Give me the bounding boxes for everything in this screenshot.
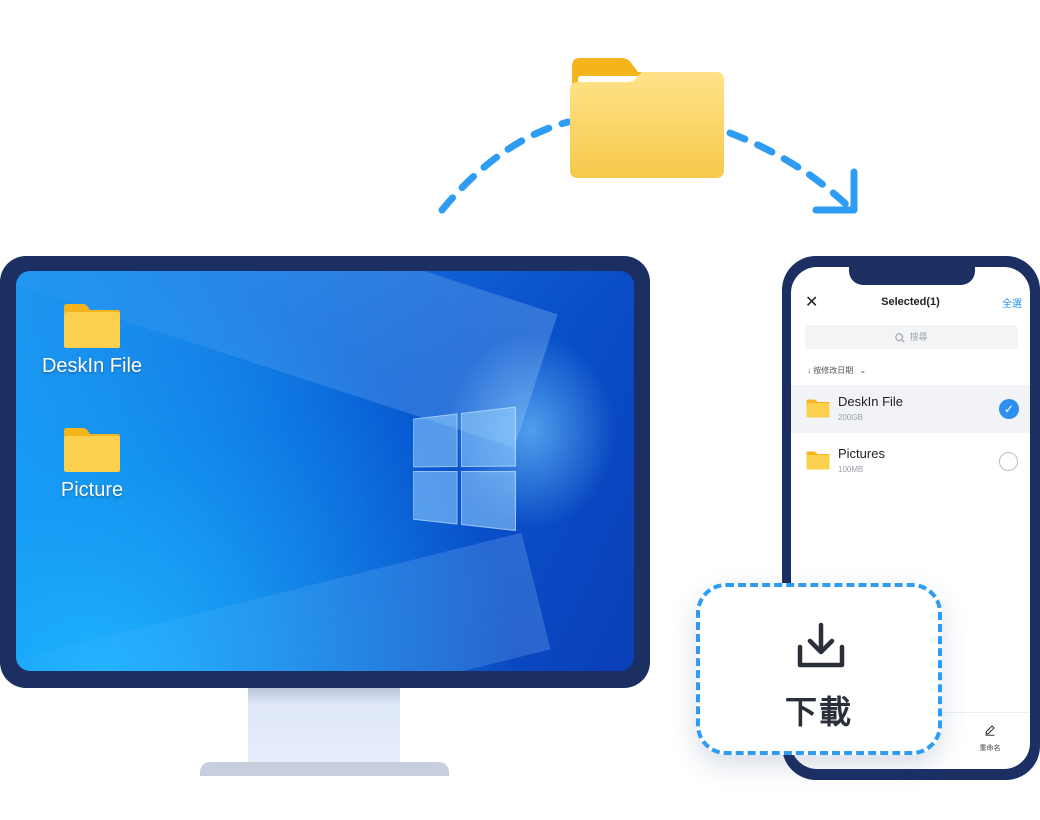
arrow-head-icon — [812, 168, 858, 214]
monitor-stand-base — [200, 762, 449, 776]
selection-title: Selected(1) — [881, 296, 940, 308]
windows-logo-pane — [461, 471, 517, 532]
sort-arrow-icon: ↓ — [807, 366, 811, 375]
sort-dropdown[interactable]: ↓ 按修改日期 ⌄ — [807, 365, 866, 376]
desktop-icon-label: Picture — [60, 479, 124, 501]
rename-button[interactable]: 重命名 — [975, 723, 1005, 753]
phone-header: ✕ Selected(1) 全選 — [791, 291, 1030, 319]
folder-icon — [64, 428, 120, 472]
light-beam — [16, 532, 551, 671]
pencil-icon — [985, 725, 995, 736]
folder-icon — [64, 304, 120, 348]
windows-logo-pane — [461, 406, 517, 467]
select-all-button[interactable]: 全選 — [1002, 299, 1022, 310]
file-name: Pictures — [838, 446, 885, 461]
desktop-icon-label: DeskIn File — [41, 355, 143, 377]
file-row[interactable]: DeskIn File 200GB ✓ — [791, 385, 1030, 433]
search-input[interactable]: 搜尋 — [805, 325, 1018, 349]
folder-icon — [806, 451, 830, 470]
file-size: 200GB — [838, 413, 863, 422]
desktop-icon-deskin-file[interactable]: DeskIn File — [36, 303, 148, 378]
monitor-stand-neck — [248, 688, 400, 764]
desktop-monitor: DeskIn File Picture — [0, 256, 650, 688]
search-icon — [895, 332, 906, 343]
desktop-icon-picture[interactable]: Picture — [36, 427, 148, 502]
desktop-screen: DeskIn File Picture — [16, 271, 634, 671]
checkbox-checked-icon[interactable]: ✓ — [999, 399, 1019, 419]
windows-logo-pane — [413, 413, 458, 468]
file-size: 100MB — [838, 465, 864, 474]
close-icon[interactable]: ✕ — [805, 294, 819, 311]
rename-label: 重命名 — [979, 745, 1001, 752]
checkbox-unchecked-icon[interactable] — [999, 452, 1018, 471]
chevron-down-icon: ⌄ — [859, 366, 867, 375]
download-label: 下載 — [784, 694, 853, 730]
sort-label: 按修改日期 — [813, 366, 854, 375]
phone-notch — [849, 267, 975, 285]
file-name: DeskIn File — [838, 394, 904, 409]
download-button[interactable]: 下載 — [696, 583, 942, 755]
folder-icon — [806, 399, 830, 418]
windows-logo-icon — [413, 406, 520, 536]
download-icon — [797, 622, 845, 668]
file-row[interactable]: Pictures 100MB — [791, 437, 1030, 485]
transfer-folder-icon — [570, 58, 724, 178]
search-placeholder: 搜尋 — [909, 332, 928, 342]
windows-logo-pane — [413, 471, 458, 525]
